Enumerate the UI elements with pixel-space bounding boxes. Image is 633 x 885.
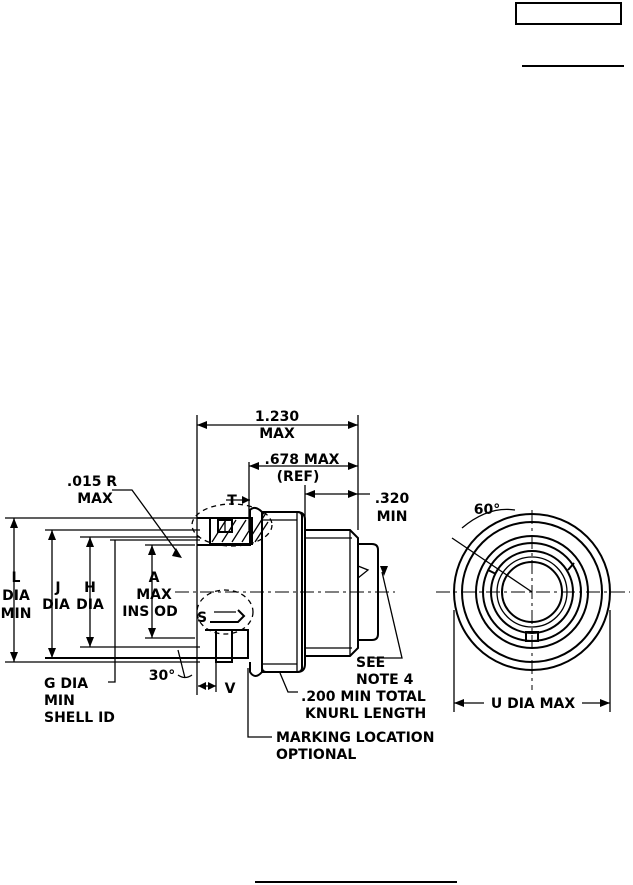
g-dia-leader	[108, 658, 116, 683]
see-note-leader	[372, 571, 403, 659]
marking-line-2: OPTIONAL	[276, 747, 356, 763]
overall-length-note: MAX	[259, 426, 295, 442]
thread-length-note: MIN	[377, 509, 408, 525]
h-dia-line-2: DIA	[76, 597, 104, 613]
g-dia-line-1: G DIA	[44, 676, 88, 692]
detail-circle-top	[191, 503, 273, 547]
a-max-line-1: A	[149, 570, 160, 586]
outer-circle	[453, 513, 611, 671]
a-max-line-3: INS OD	[122, 604, 177, 620]
l-dia-line-2: DIA	[2, 588, 30, 604]
t-label: T	[227, 493, 237, 509]
overall-length-value: 1.230	[255, 409, 300, 425]
thread-section	[305, 529, 359, 657]
knurl-line-2: KNURL LENGTH	[305, 706, 426, 722]
detail-circle-bottom	[196, 589, 254, 635]
h-dia-line-1: H	[84, 580, 96, 596]
inner-bore	[501, 561, 563, 623]
radius-value: .015 R	[67, 474, 117, 490]
l-dia-line-1: L	[12, 570, 21, 586]
angle-60-label: 60°	[474, 502, 500, 518]
a-max-line-2: MAX	[136, 587, 172, 603]
g-dia-line-2: MIN	[44, 693, 75, 709]
g-dia-line-3: SHELL ID	[44, 710, 115, 726]
knurl-leader	[279, 672, 298, 693]
header-box	[515, 2, 622, 25]
radius-leader	[112, 489, 181, 557]
v-label: V	[225, 681, 236, 697]
rear-insulator	[358, 543, 379, 641]
angle-60-leader	[451, 537, 533, 593]
j-dia-line-2: DIA	[42, 597, 70, 613]
thread-length-value: .320	[375, 491, 410, 507]
ref-length-note: (REF)	[277, 469, 320, 485]
j-dia-line-1: J	[54, 580, 60, 596]
marking-leader	[247, 668, 272, 738]
u-dia-label: U DIA MAX	[491, 696, 576, 712]
s-label: S	[197, 610, 207, 626]
see-note-line-2: NOTE 4	[356, 672, 414, 688]
side-view: 1.230 MAX .678 MAX (REF) .320 MIN .015 R…	[1, 409, 435, 763]
radius-note: MAX	[77, 491, 113, 507]
marking-line-1: MARKING LOCATION	[276, 730, 434, 746]
angle-30-label: 30°	[149, 668, 175, 684]
end-view: 60° U DIA MAX	[436, 502, 630, 712]
see-note-line-1: SEE	[356, 655, 385, 671]
ref-length-value: .678 MAX	[265, 452, 340, 468]
l-dia-line-3: MIN	[1, 606, 32, 622]
knurl-line-1: .200 MIN TOTAL	[301, 689, 426, 705]
